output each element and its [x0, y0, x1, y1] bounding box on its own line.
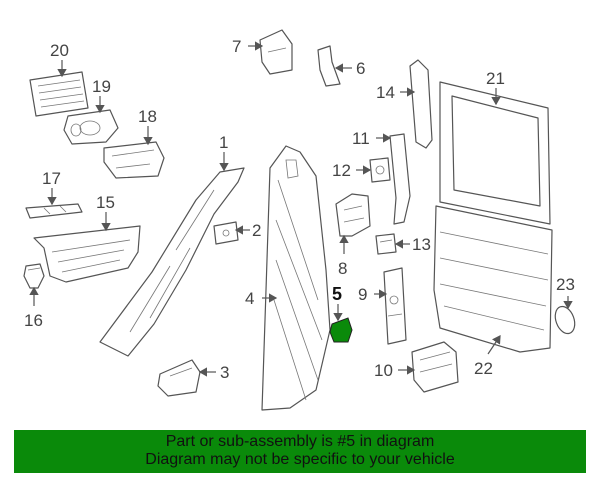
part-11-grab-handle[interactable] [389, 133, 411, 225]
part-1-pillar-trim[interactable] [99, 167, 245, 357]
part-20-vent[interactable] [29, 71, 89, 117]
part-8-bracket[interactable] [335, 193, 371, 237]
info-banner: Part or sub-assembly is #5 in diagram Di… [14, 430, 586, 473]
callout-7[interactable]: 7 [232, 37, 241, 56]
callout-8[interactable]: 8 [338, 259, 347, 278]
part-22-partition-panel[interactable] [433, 205, 553, 353]
part-16-clip[interactable] [23, 263, 45, 289]
callout-18[interactable]: 18 [138, 107, 157, 126]
callout-15[interactable]: 15 [96, 193, 115, 212]
part-18-bracket[interactable] [103, 141, 165, 179]
callout-16[interactable]: 16 [24, 311, 43, 330]
callout-20[interactable]: 20 [50, 41, 69, 60]
callout-1[interactable]: 1 [219, 133, 228, 152]
part-17-strip[interactable] [25, 203, 83, 219]
callout-21[interactable]: 21 [486, 69, 505, 88]
banner-line-2: Diagram may not be specific to your vehi… [145, 451, 455, 468]
callout-2[interactable]: 2 [252, 221, 261, 240]
part-2-clip[interactable] [213, 221, 239, 245]
callout-14[interactable]: 14 [376, 83, 395, 102]
leader-lines [29, 41, 573, 377]
callout-5[interactable]: 5 [332, 284, 342, 304]
callout-4[interactable]: 4 [245, 289, 254, 308]
part-13-bracket[interactable] [375, 233, 397, 255]
part-12-bracket[interactable] [369, 157, 391, 183]
callout-13[interactable]: 13 [412, 235, 431, 254]
callout-6[interactable]: 6 [356, 59, 365, 78]
part-19-vent-housing[interactable] [63, 109, 119, 145]
callout-17[interactable]: 17 [42, 169, 61, 188]
part-3-bracket[interactable] [157, 359, 201, 397]
banner-line-1: Part or sub-assembly is #5 in diagram [165, 433, 435, 450]
part-23-cap[interactable] [552, 304, 578, 336]
callout-19[interactable]: 19 [92, 77, 111, 96]
part-6-bracket[interactable] [317, 45, 341, 87]
callout-9[interactable]: 9 [358, 285, 367, 304]
callout-22[interactable]: 22 [474, 359, 493, 378]
callout-12[interactable]: 12 [332, 161, 351, 180]
callout-11[interactable]: 11 [352, 129, 370, 148]
callout-10[interactable]: 10 [374, 361, 393, 380]
callout-23[interactable]: 23 [556, 275, 575, 294]
part-21-upper-panel[interactable] [439, 81, 551, 225]
part-5-highlighted[interactable] [329, 317, 353, 343]
callout-labels: 20 19 18 17 15 16 1 2 3 4 5 7 6 8 9 10 1… [24, 37, 575, 382]
part-15-tray[interactable] [33, 225, 141, 283]
part-4-pillar-panel[interactable] [261, 145, 331, 411]
callout-3[interactable]: 3 [220, 363, 229, 382]
part-9-panel[interactable] [383, 267, 407, 345]
part-10-bracket[interactable] [411, 341, 459, 393]
part-14-trim-strip[interactable] [409, 59, 433, 149]
part-7-cover[interactable] [259, 29, 293, 75]
